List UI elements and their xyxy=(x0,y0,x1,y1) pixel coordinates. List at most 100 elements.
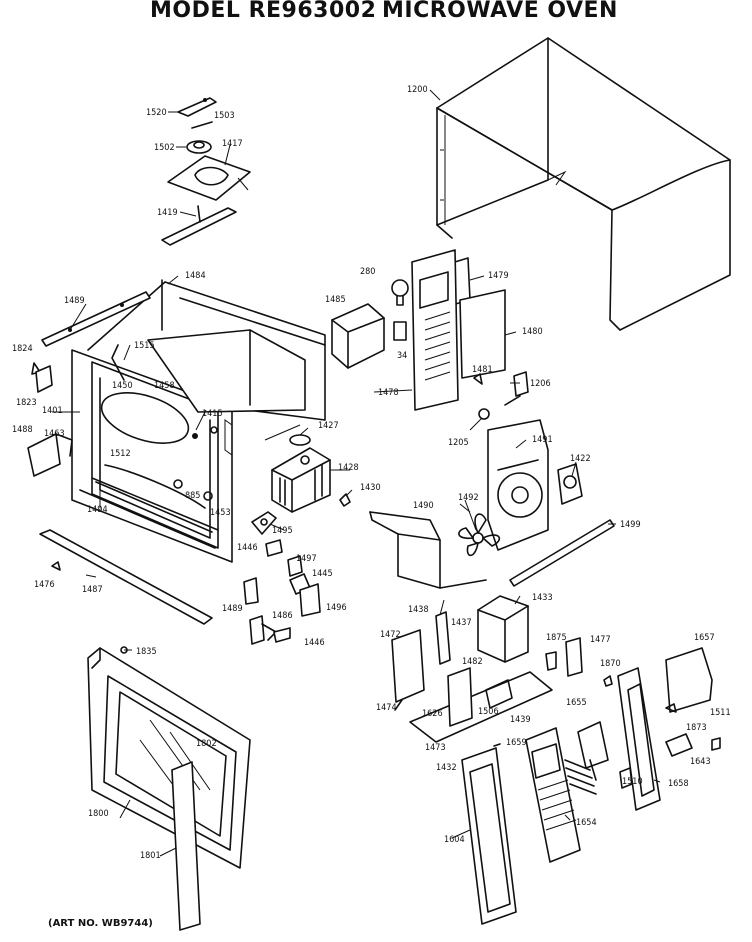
label-1438: 1438 xyxy=(408,605,429,615)
label-1511: 1511 xyxy=(710,708,731,718)
label-1657: 1657 xyxy=(694,633,715,643)
label-1200: 1200 xyxy=(407,85,428,95)
label-1458: 1458 xyxy=(154,381,175,391)
label-1463: 1463 xyxy=(44,429,65,439)
label-1432: 1432 xyxy=(436,763,457,773)
product-name: MICROWAVE OVEN xyxy=(382,0,618,23)
capacitor-board xyxy=(391,611,553,743)
label-1487: 1487 xyxy=(82,585,103,595)
label-1206: 1206 xyxy=(530,379,551,389)
lower-strips xyxy=(39,489,216,625)
diagram-title: MODEL RE963002 MICROWAVE OVEN xyxy=(150,0,620,26)
label-1502: 1502 xyxy=(154,143,175,153)
door-assembly-1800 xyxy=(87,646,251,931)
clip-1430 xyxy=(339,493,351,507)
label-1430: 1430 xyxy=(360,483,381,493)
thermal-parts xyxy=(473,371,529,420)
label-1481: 1481 xyxy=(472,365,493,375)
relay-parts xyxy=(545,637,613,687)
label-1495: 1495 xyxy=(272,526,293,536)
label-1489-b: 1489 xyxy=(222,604,243,614)
label-1486: 1486 xyxy=(272,611,293,621)
label-34: 34 xyxy=(397,351,407,361)
label-1445: 1445 xyxy=(312,569,333,579)
label-1800: 1800 xyxy=(88,809,109,819)
label-1450: 1450 xyxy=(112,381,133,391)
label-1497: 1497 xyxy=(296,554,317,564)
label-1873: 1873 xyxy=(686,723,707,733)
label-1626: 1626 xyxy=(422,709,443,719)
label-1875: 1875 xyxy=(546,633,567,643)
label-1437: 1437 xyxy=(451,618,472,628)
label-1512: 1512 xyxy=(110,449,131,459)
label-1419: 1419 xyxy=(157,208,178,218)
label-1415: 1415 xyxy=(202,409,223,419)
control-panel xyxy=(461,727,597,925)
label-1492: 1492 xyxy=(458,493,479,503)
stirrer-assembly xyxy=(161,97,251,246)
control-frame-1658 xyxy=(577,667,661,811)
label-1401: 1401 xyxy=(42,406,63,416)
label-1427: 1427 xyxy=(318,421,339,431)
label-1485: 1485 xyxy=(325,295,346,305)
label-1494: 1494 xyxy=(87,505,108,515)
chassis-1490 xyxy=(369,511,487,589)
label-1453: 1453 xyxy=(210,508,231,518)
magnetron-1428 xyxy=(271,434,331,513)
label-1506: 1506 xyxy=(478,707,499,717)
label-1472: 1472 xyxy=(380,630,401,640)
label-1490: 1490 xyxy=(413,501,434,511)
label-1643: 1643 xyxy=(690,757,711,767)
label-1499: 1499 xyxy=(620,520,641,530)
label-1870: 1870 xyxy=(600,659,621,669)
label-1488: 1488 xyxy=(12,425,33,435)
lamp-parts xyxy=(331,279,409,369)
label-280: 280 xyxy=(360,267,375,277)
art-number: (ART NO. WB9744) xyxy=(48,918,153,929)
label-1510: 1510 xyxy=(622,777,643,787)
label-1484: 1484 xyxy=(185,271,206,281)
label-1802: 1802 xyxy=(196,739,217,749)
fan-bracket-1491 xyxy=(487,419,583,551)
label-1428: 1428 xyxy=(338,463,359,473)
label-1478: 1478 xyxy=(378,388,399,398)
label-1205: 1205 xyxy=(448,438,469,448)
label-1477: 1477 xyxy=(590,635,611,645)
label-1604: 1604 xyxy=(444,835,465,845)
rail-1499 xyxy=(509,519,615,587)
label-1480: 1480 xyxy=(522,327,543,337)
label-1473: 1473 xyxy=(425,743,446,753)
label-1476: 1476 xyxy=(34,580,55,590)
label-1489: 1489 xyxy=(64,296,85,306)
label-1658: 1658 xyxy=(668,779,689,789)
label-1655: 1655 xyxy=(566,698,587,708)
label-1496: 1496 xyxy=(326,603,347,613)
interlock-switches xyxy=(243,511,321,645)
label-1824: 1824 xyxy=(12,344,33,354)
model-number: MODEL RE963002 xyxy=(150,0,377,23)
label-1446-a: 1446 xyxy=(237,543,258,553)
label-1823: 1823 xyxy=(16,398,37,408)
label-885: 885 xyxy=(185,491,200,501)
part-number-labels: 1200 1520 1503 1502 1417 1419 1484 1489 … xyxy=(12,85,731,861)
label-1439: 1439 xyxy=(510,715,531,725)
leader-lines xyxy=(52,89,661,857)
shield-panels xyxy=(411,249,506,411)
label-1515: 1515 xyxy=(134,341,155,351)
label-1520: 1520 xyxy=(146,108,167,118)
label-1491: 1491 xyxy=(532,435,553,445)
left-brackets xyxy=(27,291,151,477)
side-shield-1657 xyxy=(665,647,721,757)
transformer-1433 xyxy=(477,595,529,663)
label-1422: 1422 xyxy=(570,454,591,464)
outer-case-1200 xyxy=(436,37,731,331)
label-1801: 1801 xyxy=(140,851,161,861)
fan-blade-1492 xyxy=(458,513,501,557)
label-1654: 1654 xyxy=(576,818,597,828)
label-1835: 1835 xyxy=(136,647,157,657)
label-1659: 1659 xyxy=(506,738,527,748)
label-1482: 1482 xyxy=(462,657,483,667)
label-1417: 1417 xyxy=(222,139,243,149)
